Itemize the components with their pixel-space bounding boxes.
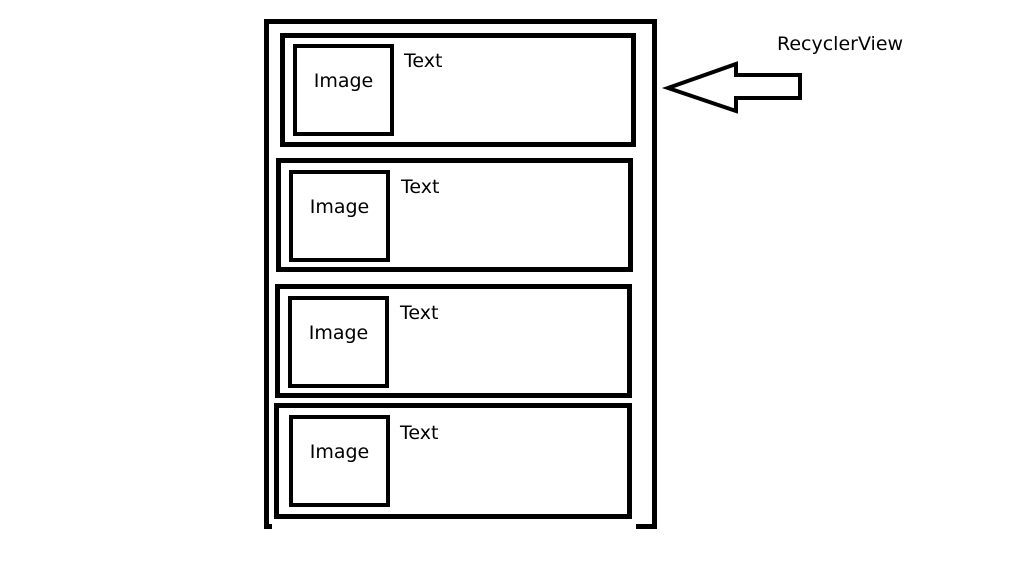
recyclerview-left-border <box>264 19 269 529</box>
item-text-label: Text <box>400 302 439 324</box>
recyclerview-top-border <box>264 19 657 24</box>
list-item: Image Text <box>280 33 636 147</box>
list-item: Image Text <box>274 403 632 519</box>
list-item: Image Text <box>276 158 633 272</box>
recyclerview-right-border <box>652 19 657 529</box>
item-image-placeholder: Image <box>288 296 389 388</box>
arrow-left-icon <box>661 61 802 114</box>
recyclerview-bottom-left-stub <box>264 524 272 529</box>
recyclerview-bottom-right-stub <box>636 524 657 529</box>
arrow-shape <box>661 61 802 114</box>
recyclerview-label: RecyclerView <box>777 33 904 55</box>
item-text-label: Text <box>400 422 439 444</box>
item-image-placeholder: Image <box>289 415 390 507</box>
image-label: Image <box>308 322 369 344</box>
image-label: Image <box>313 70 374 92</box>
item-image-placeholder: Image <box>293 44 394 136</box>
image-label: Image <box>309 196 370 218</box>
item-image-placeholder: Image <box>289 170 390 262</box>
item-text-label: Text <box>404 50 443 72</box>
image-label: Image <box>309 441 370 463</box>
list-item: Image Text <box>275 284 632 398</box>
item-text-label: Text <box>401 176 440 198</box>
